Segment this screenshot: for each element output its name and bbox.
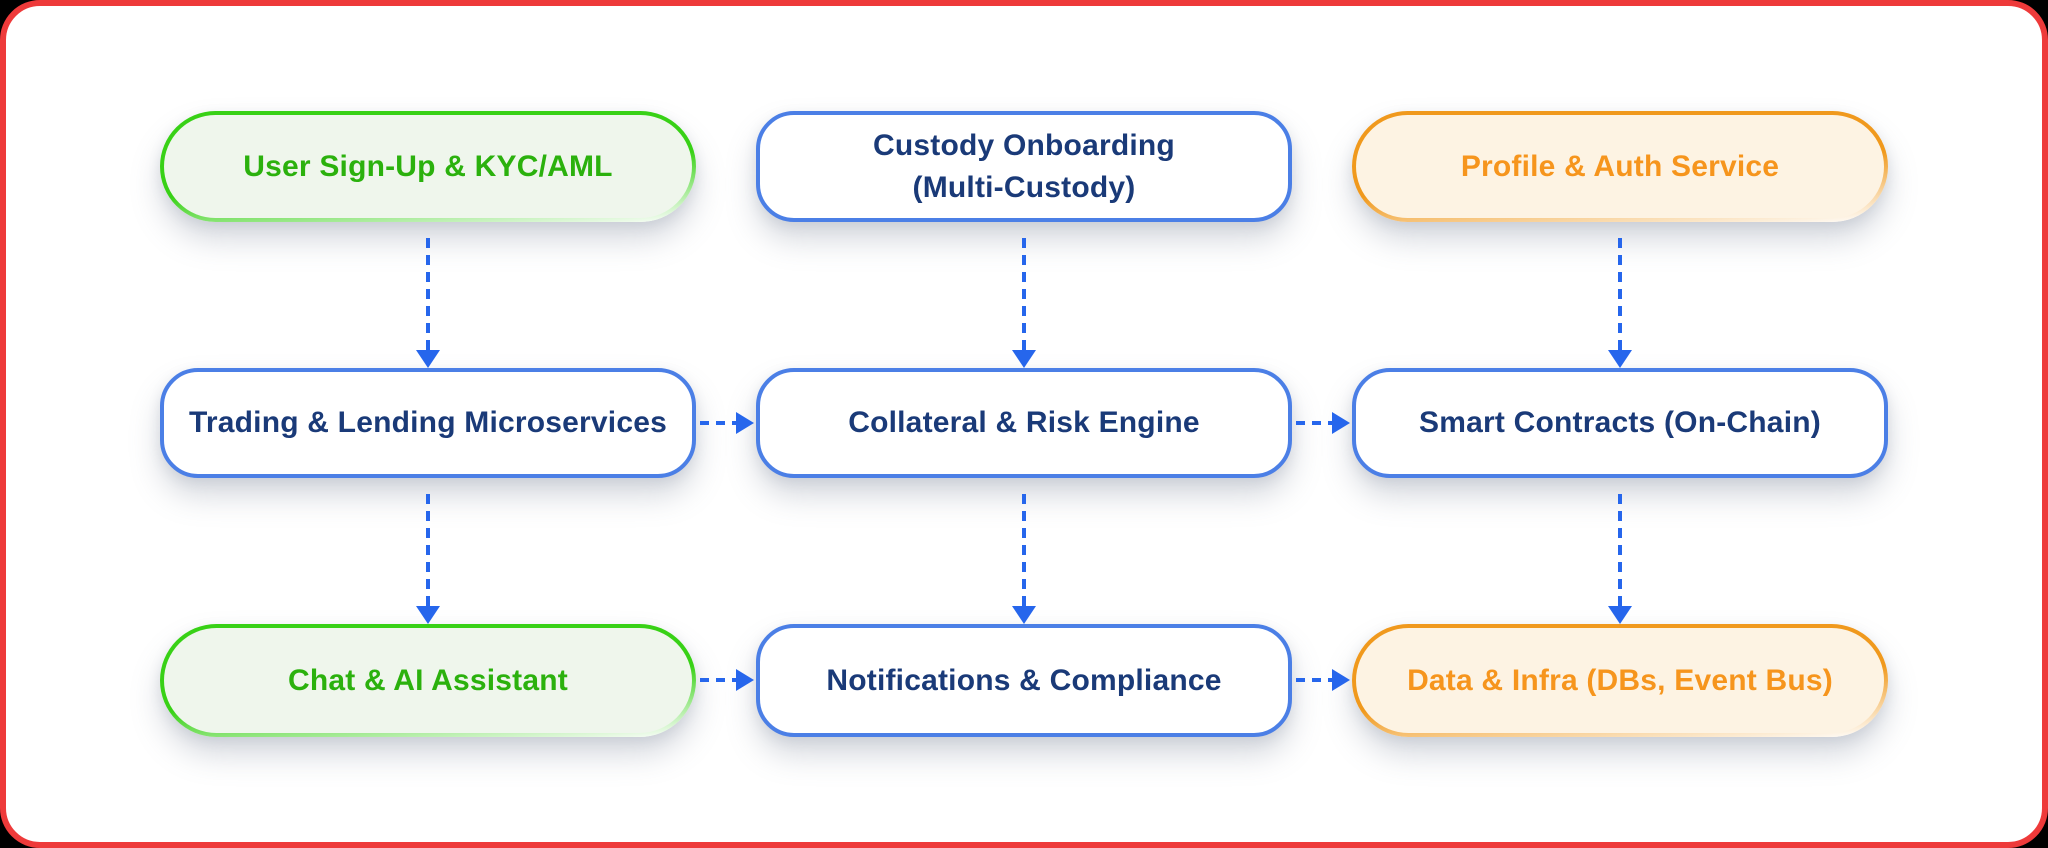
arrowhead-right-icon: [1332, 412, 1350, 434]
node-label-line-1: Custody Onboarding: [873, 128, 1175, 162]
arrow-trading-to-collateral: [700, 412, 754, 434]
dashed-line: [1296, 678, 1332, 682]
dashed-line: [700, 421, 736, 425]
node-label: User Sign-Up & KYC/AML: [243, 149, 613, 183]
arrowhead-down-icon: [416, 606, 440, 624]
node-chat-ai-assistant: Chat & AI Assistant: [160, 624, 696, 737]
dashed-line: [1618, 494, 1622, 606]
dashed-line: [1618, 238, 1622, 350]
node-collateral-risk-engine: Collateral & Risk Engine: [756, 368, 1292, 478]
node-notifications-compliance: Notifications & Compliance: [756, 624, 1292, 737]
arrowhead-down-icon: [1608, 350, 1632, 368]
dashed-line: [426, 494, 430, 606]
arrowhead-down-icon: [416, 350, 440, 368]
node-smart-contracts-on-chain: Smart Contracts (On-Chain): [1352, 368, 1888, 478]
node-label-line-2: (Multi-Custody): [912, 170, 1136, 204]
arrowhead-down-icon: [1012, 350, 1036, 368]
arrow-custody-to-collateral: [1011, 238, 1037, 368]
arrow-chat-ai-to-notifications: [700, 669, 754, 691]
dashed-line: [1022, 238, 1026, 350]
node-label: Notifications & Compliance: [826, 663, 1222, 697]
arrowhead-down-icon: [1608, 606, 1632, 624]
node-label: Data & Infra (DBs, Event Bus): [1407, 663, 1833, 697]
node-label: Smart Contracts (On-Chain): [1419, 406, 1821, 439]
arrow-profile-auth-to-smart-contracts: [1607, 238, 1633, 368]
dashed-line: [1022, 494, 1026, 606]
arrow-notifications-to-data-infra: [1296, 669, 1350, 691]
node-profile-auth-service: Profile & Auth Service: [1352, 111, 1888, 222]
arrowhead-right-icon: [736, 412, 754, 434]
arrowhead-down-icon: [1012, 606, 1036, 624]
node-user-signup-kyc-aml: User Sign-Up & KYC/AML: [160, 111, 696, 222]
arrowhead-right-icon: [1332, 669, 1350, 691]
arrow-smart-contracts-to-data-infra: [1607, 494, 1633, 624]
node-trading-lending-microservices: Trading & Lending Microservices: [160, 368, 696, 478]
node-label: Profile & Auth Service: [1460, 149, 1780, 183]
node-custody-onboarding: Custody Onboarding (Multi-Custody): [756, 111, 1292, 222]
arrowhead-right-icon: [736, 669, 754, 691]
dashed-line: [1296, 421, 1332, 425]
arrow-collateral-to-smart-contracts: [1296, 412, 1350, 434]
arrow-trading-to-chat-ai: [415, 494, 441, 624]
arrow-user-signup-to-trading: [415, 238, 441, 368]
node-label: Collateral & Risk Engine: [848, 406, 1200, 439]
node-data-infra: Data & Infra (DBs, Event Bus): [1352, 624, 1888, 737]
node-label: Trading & Lending Microservices: [189, 406, 667, 439]
node-label: Chat & AI Assistant: [288, 663, 568, 697]
arrow-collateral-to-notifications: [1011, 494, 1037, 624]
node-grid: User Sign-Up & KYC/AML Custody Onboardin…: [160, 111, 1888, 737]
dashed-line: [700, 678, 736, 682]
dashed-line: [426, 238, 430, 350]
